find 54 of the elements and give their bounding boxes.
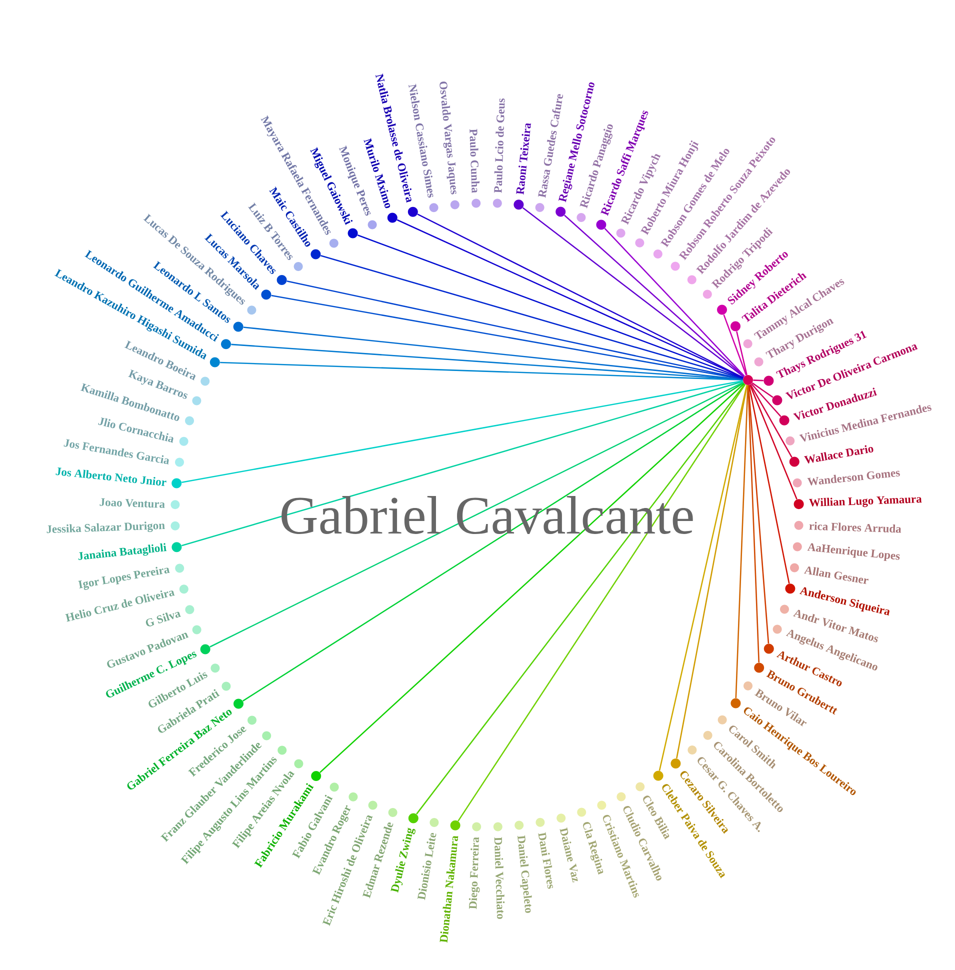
edge-line xyxy=(748,385,760,663)
hub-dot xyxy=(743,375,753,385)
edge-line xyxy=(676,384,748,758)
name-label: Dyulie Zwing xyxy=(390,828,416,893)
edge-line xyxy=(210,382,744,648)
edge-line xyxy=(231,344,743,380)
name-label: Willian Lugo Yamaura xyxy=(808,496,922,508)
edge-line xyxy=(357,234,744,379)
edge-line xyxy=(271,294,743,380)
name-label: Allan Gesner xyxy=(804,566,869,584)
name-label: Raoni Teixeira xyxy=(516,123,531,195)
edge-line xyxy=(752,382,774,398)
name-label: Dani Flores xyxy=(538,832,553,889)
edge-line xyxy=(723,314,747,376)
name-label: Paulo Cunha xyxy=(470,128,480,193)
name-label: rica Flores Arruda xyxy=(809,522,902,533)
name-label: G Silva xyxy=(146,612,181,626)
name-label: Cla Regina xyxy=(583,822,604,875)
edge-line xyxy=(658,384,748,771)
name-label: Osvaldo Vargas Jaques xyxy=(440,82,456,194)
edge-line xyxy=(749,384,798,500)
edge-line xyxy=(182,380,744,546)
name-label: Jos Alberto Neto Jnior xyxy=(56,468,166,486)
edge-line xyxy=(243,326,743,380)
name-label: Daniel Capeleto xyxy=(518,835,532,913)
name-label: Dionathan Nakamura xyxy=(440,836,458,943)
edge-line xyxy=(751,383,782,417)
name-label: Jessika Salazar Durigon xyxy=(46,522,165,534)
edge-line xyxy=(748,384,790,584)
name-label: Diego Ferreira xyxy=(468,837,480,910)
edge-line xyxy=(220,362,743,380)
name-label: Wanderson Gomes xyxy=(807,470,900,486)
name-label: Dionisio Leite xyxy=(417,832,436,900)
edge-line xyxy=(748,385,770,644)
name-label: Daiane Vaz xyxy=(560,827,578,882)
edge-line xyxy=(750,384,792,458)
edge-line xyxy=(564,214,745,377)
edge-line xyxy=(522,207,744,378)
name-label: Joao Ventura xyxy=(100,498,165,508)
edge-line xyxy=(753,380,764,382)
edge-line xyxy=(242,382,744,702)
edge-line xyxy=(286,280,744,380)
name-label: Daniel Vecchiato xyxy=(494,837,505,919)
name-label: Igor Lopes Pereira xyxy=(78,566,170,590)
name-label: Janaina Bataglioli xyxy=(78,543,167,560)
name-label: Wallace Dario xyxy=(804,445,874,464)
edge-line xyxy=(604,228,745,377)
edge-line xyxy=(736,331,748,376)
name-label: AaHenrique Lopes xyxy=(807,543,900,562)
edge-line xyxy=(320,383,745,773)
edge-line xyxy=(182,380,743,483)
edge-line xyxy=(735,385,748,698)
edge-line xyxy=(320,255,744,380)
name-label: Paulo Lcio de Geus xyxy=(494,98,505,193)
